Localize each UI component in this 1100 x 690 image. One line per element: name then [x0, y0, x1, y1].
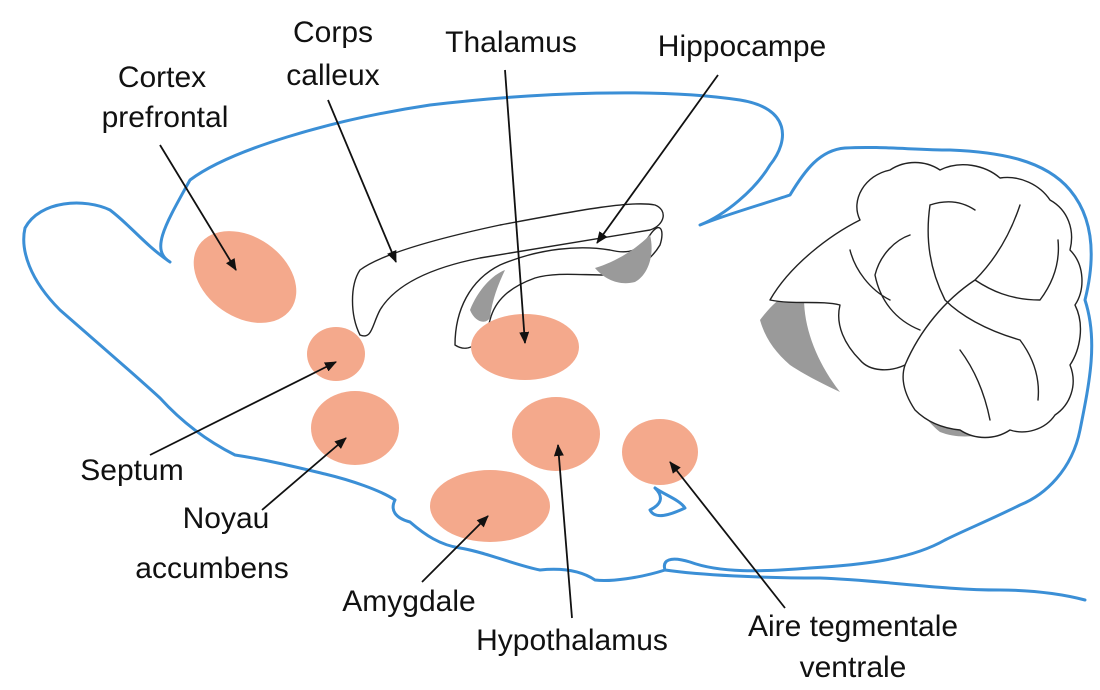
label-hypothalamus: Hypothalamus — [476, 624, 668, 657]
label-noyau-line2: accumbens — [135, 552, 288, 585]
arrow-amygdale — [421, 515, 489, 583]
brain-outline — [22, 91, 1094, 602]
label-corps-line1: Corps — [293, 16, 373, 49]
label-aire-line1: Aire tegmentale — [748, 610, 958, 643]
cerebellum-folia — [849, 201, 1060, 421]
ventricle-gray-1 — [470, 270, 505, 322]
ventricle-gray-2 — [595, 235, 652, 284]
arrow-hypothalamus — [553, 444, 573, 619]
region-hypothalamus — [512, 397, 600, 471]
region-septum — [307, 327, 365, 381]
brain-lower-fold — [648, 486, 687, 518]
arrow-thalamus — [504, 69, 530, 344]
arrow-noyau-accumbens — [261, 437, 347, 511]
arrow-corps-calleux — [327, 99, 397, 263]
label-corps-line2: calleux — [286, 59, 379, 92]
label-hippocampe: Hippocampe — [658, 30, 826, 63]
region-thalamus — [471, 314, 579, 380]
hippocampus-shape — [454, 226, 663, 349]
region-amygdale — [430, 470, 550, 542]
label-noyau-line1: Noyau — [183, 502, 270, 535]
region-cortex-prefrontal — [193, 231, 297, 323]
region-aire-tegmentale-ventrale — [622, 419, 698, 485]
arrow-septum — [149, 361, 337, 456]
arrow-aire-tegmentale-ventrale — [669, 461, 786, 609]
arrow-cortex-prefrontal — [159, 144, 237, 271]
label-septum: Septum — [80, 454, 183, 487]
region-noyau-accumbens — [311, 391, 399, 465]
label-cortex-line1: Cortex — [118, 61, 206, 94]
cerebellum-shape — [769, 161, 1083, 439]
ventricle-gray-3 — [760, 285, 840, 392]
label-aire-line2: ventrale — [800, 651, 907, 684]
label-amygdale: Amygdale — [342, 585, 475, 618]
label-thalamus: Thalamus — [445, 26, 577, 59]
arrow-hippocampe — [596, 74, 719, 244]
label-cortex-line2: prefrontal — [102, 101, 229, 134]
